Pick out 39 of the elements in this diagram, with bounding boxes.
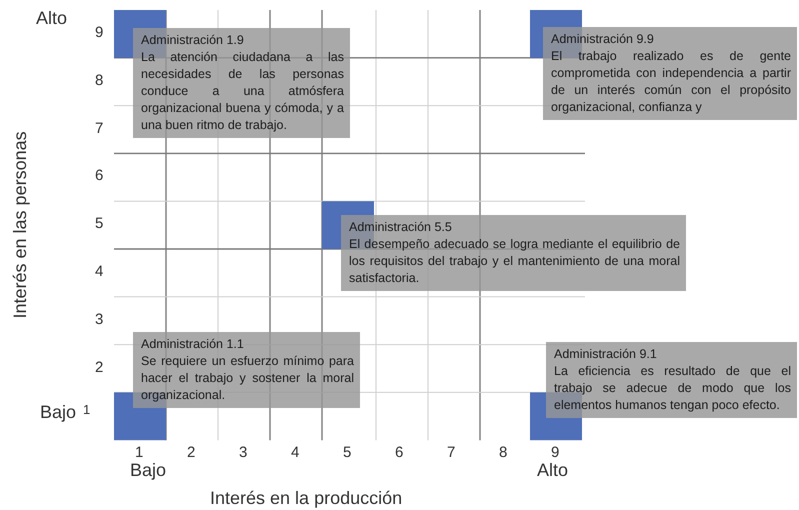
tick-label: 6 [95,167,104,184]
axis-end-label: Alto [537,460,568,481]
callout-box [133,332,360,408]
axis-end-label: Bajo [40,402,76,424]
tick-label: 4 [291,444,300,461]
tick-label: 7 [447,444,456,461]
tick-label: 2 [95,358,104,376]
tick-label: 8 [499,444,508,461]
callout-box [546,342,797,418]
tick-label: 9 [95,24,104,41]
tick-label: 6 [395,444,404,461]
callout-text: Se requiere un esfuerzo mínimo para hacer el trabajo y sostener la moral organizacional. [141,353,354,404]
callout-text: El desempeño adecuado se logra mediante el equilibrio de los requisitos del trabajo y el mantenimiento de una moral satisfactoria. [349,236,680,287]
callout-box [543,27,797,120]
axis-end-label: Bajo [130,460,166,481]
callout-text: La eficiencia es resultado de que el trabajo se adecue de modo que los elementos humanos tengan poco efecto. [554,363,791,414]
callout-box [341,215,686,291]
tick-label: 1 [135,444,144,461]
callout-heading: Administración 1.1 [141,336,245,353]
callout-heading: Administración 5.5 [349,219,453,236]
callout-heading: Administración 1.9 [141,32,245,49]
tick-label: 5 [95,215,104,232]
callout-text: La atención ciudadana a las necesidades de las personas conduce a una atmósfera organizacional buena y cómoda, y a una buen ritmo de trabajo. [141,49,344,134]
axis-title: Interés en la producción [210,488,402,509]
tick-label: 1 [83,402,90,418]
tick-label: 3 [239,444,248,461]
tick-label: 8 [95,72,104,89]
tick-label: 3 [95,310,104,328]
tick-label: 7 [95,120,104,136]
tick-label: 4 [95,262,104,280]
tick-label: 5 [343,444,352,461]
callout-box [133,28,350,138]
axis-end-label: Alto [36,8,68,29]
callout-text: El trabajo realizado es de gente comprometida con independencia a partir de un interés común con el propósito organizacional, confianza y [551,48,791,116]
axis-title: Interés en las personas [10,131,31,318]
tick-label: 9 [551,444,560,461]
callout-heading: Administración 9.1 [554,346,658,363]
tick-label: 2 [187,444,196,461]
callout-heading: Administración 9.9 [551,31,655,48]
